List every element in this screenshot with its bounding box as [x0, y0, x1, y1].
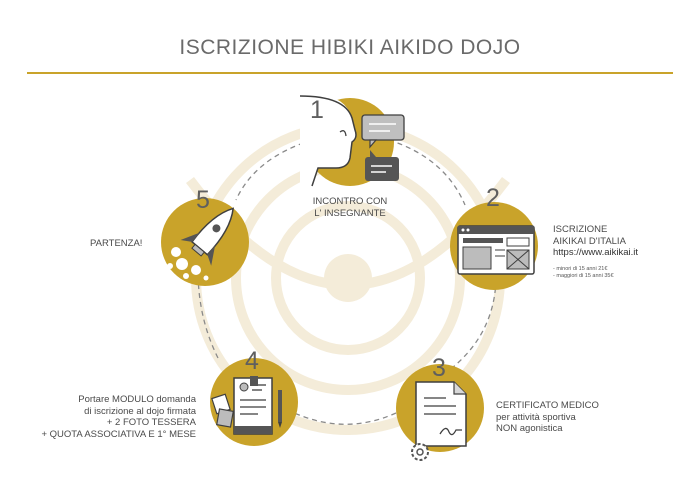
- step-3-number: 3: [432, 354, 446, 382]
- step-4-number: 4: [245, 347, 259, 375]
- step-1-line-2: L' INSEGNANTE: [314, 207, 386, 219]
- step-5-number: 5: [196, 186, 210, 214]
- step-1-number: 1: [310, 96, 324, 124]
- page-title: ISCRIZIONE HIBIKI AIKIDO DOJO: [179, 36, 521, 59]
- step-4-icon: [210, 358, 298, 446]
- step-1-line-1: INCONTRO CON: [312, 196, 388, 207]
- step-4-line-1: Portare MODULO domanda: [78, 394, 196, 405]
- step-5-icon: [161, 198, 249, 286]
- step-1-icon: [299, 95, 405, 187]
- step-2-line-1: ISCRIZIONE: [553, 224, 608, 235]
- title-underline: [27, 72, 673, 74]
- step-2-icon: [450, 202, 538, 290]
- step-2-note-1: - minori di 15 anni 21€: [553, 266, 608, 272]
- step-2-number: 2: [486, 184, 500, 212]
- step-5-line-1: PARTENZA!: [90, 238, 143, 249]
- step-5-label: PARTENZA!: [90, 238, 160, 250]
- step-3-line-3: NON agonistica: [496, 423, 563, 434]
- step-4-line-3: + 2 FOTO TESSERA: [106, 417, 196, 428]
- step-3-line-2: per attività sportiva: [496, 411, 576, 423]
- emblem-center: [324, 254, 372, 302]
- step-3-line-1: CERTIFICATO MEDICO: [496, 400, 599, 411]
- step-3-label: CERTIFICATO MEDICO per attività sportiva…: [496, 400, 626, 435]
- step-4-label: Portare MODULO domanda di iscrizione al …: [30, 394, 196, 440]
- step-2-link[interactable]: https://www.aikikai.it: [553, 247, 638, 258]
- step-4-line-4: + QUOTA ASSOCIATIVA E 1° MESE: [41, 428, 196, 440]
- step-3-icon: [396, 364, 484, 461]
- step-2-label: ISCRIZIONE AIKIKAI D'ITALIA https://www.…: [553, 224, 673, 259]
- step-1-label: INCONTRO CON L' INSEGNANTE: [290, 196, 410, 219]
- step-2-note-2: - maggiori di 15 anni 35€: [553, 273, 614, 279]
- step-2-line-2: AIKIKAI D'ITALIA: [553, 235, 626, 247]
- step-2-fee-notes: - minori di 15 anni 21€ - maggiori di 15…: [553, 266, 663, 280]
- step-4-line-2: di iscrizione al dojo firmata: [84, 405, 196, 417]
